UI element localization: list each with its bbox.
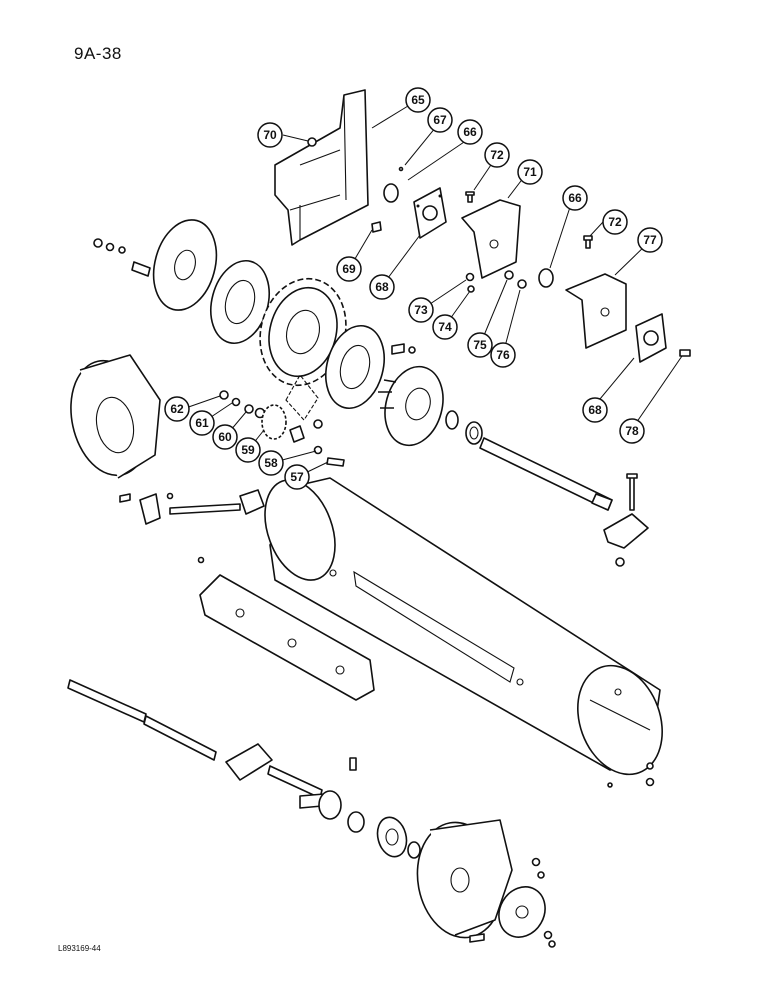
bearing-flange-lower [635, 313, 667, 363]
callout-68: 68 [369, 274, 395, 300]
drive-chain [285, 374, 319, 421]
callout-71: 71 [517, 159, 543, 185]
svg-text:58: 58 [264, 456, 278, 470]
lower-shaft [67, 679, 325, 809]
drum-side-panel [199, 574, 375, 701]
callout-77: 77 [637, 227, 663, 253]
callout-61: 61 [189, 410, 215, 436]
small-hardware-top [307, 137, 691, 357]
drive-shaft-upper [479, 437, 613, 511]
svg-text:74: 74 [438, 320, 452, 334]
svg-text:65: 65 [411, 93, 425, 107]
bottom-plate [469, 762, 655, 948]
svg-text:72: 72 [490, 148, 504, 162]
callout-66-right: 66 [562, 185, 588, 211]
bearing-flange-upper [413, 187, 447, 239]
svg-text:76: 76 [496, 348, 510, 362]
svg-text:60: 60 [218, 430, 232, 444]
linkage-left [119, 489, 265, 564]
callout-75: 75 [467, 332, 493, 358]
svg-text:67: 67 [433, 113, 447, 127]
callout-74: 74 [432, 314, 458, 340]
callout-65: 65 [405, 87, 431, 113]
svg-text:75: 75 [473, 338, 487, 352]
svg-text:78: 78 [625, 424, 639, 438]
callout-72: 72 [484, 142, 510, 168]
svg-text:77: 77 [643, 233, 657, 247]
svg-text:61: 61 [195, 416, 209, 430]
callout-62: 62 [164, 396, 190, 422]
callout-73: 73 [408, 297, 434, 323]
svg-text:66: 66 [568, 191, 582, 205]
callout-58: 58 [258, 450, 284, 476]
svg-text:71: 71 [523, 165, 537, 179]
svg-text:59: 59 [241, 443, 255, 457]
callout-67: 67 [427, 107, 453, 133]
svg-text:66: 66 [463, 125, 477, 139]
flange-hub [378, 343, 444, 447]
svg-text:70: 70 [263, 128, 277, 142]
svg-text:68: 68 [375, 280, 389, 294]
callout-76: 76 [490, 342, 516, 368]
callout-60: 60 [212, 424, 238, 450]
sprocket [259, 277, 347, 387]
callout-68-right: 68 [582, 397, 608, 423]
friction-disc-2 [325, 324, 385, 410]
callout-57: 57 [284, 464, 310, 490]
disc-hub [152, 219, 218, 311]
drum-cylinder [264, 477, 663, 776]
bearing-66-right [538, 268, 554, 288]
bearing-66-upper [383, 183, 399, 203]
clamp-right [603, 473, 649, 567]
bracket-71 [461, 199, 521, 279]
left-hardware [93, 238, 151, 277]
svg-text:68: 68 [588, 403, 602, 417]
small-sprocket-group [219, 390, 345, 467]
svg-text:62: 62 [170, 402, 184, 416]
svg-text:69: 69 [342, 262, 356, 276]
lower-flange-bearings [318, 757, 421, 859]
shield-plate [274, 89, 369, 246]
callout-66: 66 [457, 119, 483, 145]
svg-text:57: 57 [290, 470, 304, 484]
drum-end-cap-right [416, 819, 513, 939]
callout-69: 69 [336, 256, 362, 282]
shaft-bearings [445, 410, 483, 445]
document-id: L893169-44 [58, 944, 101, 953]
bracket-77 [565, 273, 627, 349]
friction-disc [210, 259, 270, 345]
callout-59: 59 [235, 437, 261, 463]
callout-72-right: 72 [602, 209, 628, 235]
drum-end-cap-left [70, 354, 161, 479]
callout-78: 78 [619, 418, 645, 444]
callout-70: 70 [257, 122, 283, 148]
svg-text:72: 72 [608, 215, 622, 229]
svg-text:73: 73 [414, 303, 428, 317]
page-code: 9A-38 [74, 44, 122, 63]
